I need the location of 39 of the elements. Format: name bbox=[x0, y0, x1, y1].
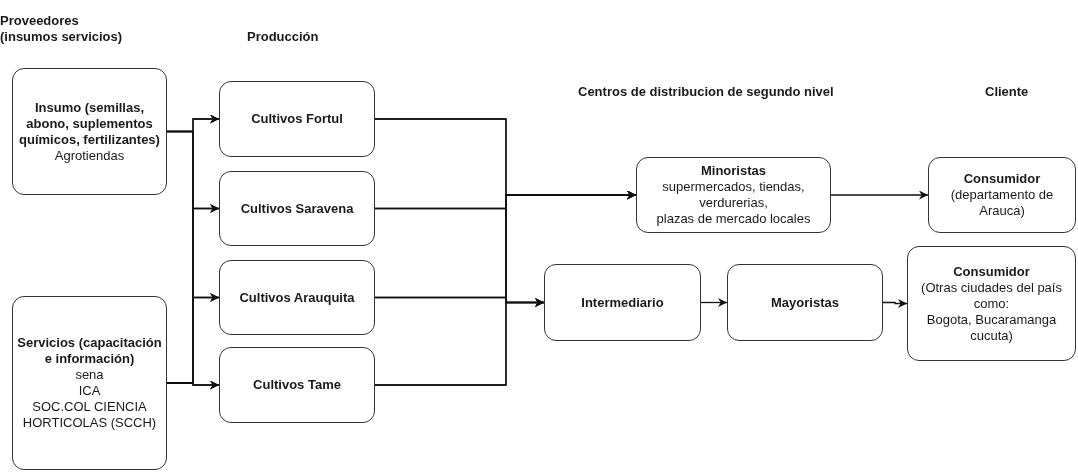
rounded-box bbox=[219, 347, 375, 423]
rounded-box bbox=[928, 157, 1076, 233]
box-text: Agrotiendas bbox=[54, 147, 125, 164]
arrow bbox=[700, 298, 728, 307]
arrow bbox=[166, 380, 220, 390]
rounded-box bbox=[219, 171, 375, 246]
box-title: Servicios (capacitación e información) bbox=[17, 335, 162, 367]
box-text: sena bbox=[75, 367, 104, 383]
column-heading: Producción bbox=[247, 29, 320, 45]
box-text: (departamento de Arauca) bbox=[949, 187, 1055, 219]
rounded-box bbox=[907, 246, 1076, 361]
rounded-box bbox=[12, 296, 167, 470]
arrow bbox=[374, 298, 545, 386]
box-title: Cultivos Tame bbox=[253, 377, 341, 393]
box-title: Insumo (semillas, abono, suplementos químicos, fertilizantes) bbox=[18, 99, 161, 148]
column-heading: Proveedores (insumos servicios) bbox=[0, 13, 124, 45]
box-text: ICA bbox=[78, 383, 101, 399]
box-text: plazas de mercado locales bbox=[656, 211, 811, 227]
box-title: Cultivos Saravena bbox=[240, 200, 354, 217]
rounded-box bbox=[12, 68, 167, 195]
rounded-box bbox=[219, 81, 375, 157]
box-title: Cultivos Arauquita bbox=[239, 289, 355, 306]
box-text: (Otras ciudades del país como: bbox=[920, 279, 1063, 312]
box-text: Bogota, Bucaramanga cucuta) bbox=[925, 311, 1058, 344]
rounded-box bbox=[544, 264, 701, 341]
arrow bbox=[882, 299, 908, 308]
box-title: Consumidor bbox=[953, 263, 1030, 280]
box-title: Consumidor bbox=[963, 171, 1041, 187]
box-title: Minoristas bbox=[701, 163, 766, 179]
box-title: Cultivos Fortul bbox=[251, 111, 343, 127]
arrow bbox=[830, 190, 929, 200]
rounded-box bbox=[636, 157, 831, 233]
box-text: SOC.COL CIENCIA HORTICOLAS (SCCH) bbox=[21, 399, 158, 431]
rounded-box bbox=[219, 260, 375, 335]
column-heading: Cliente bbox=[985, 84, 1030, 100]
column-heading: Centros de distribucion de segundo nivel bbox=[578, 84, 835, 100]
box-title: Intermediario bbox=[581, 294, 664, 311]
box-title: Mayoristas bbox=[771, 294, 839, 311]
rounded-box bbox=[727, 264, 883, 341]
